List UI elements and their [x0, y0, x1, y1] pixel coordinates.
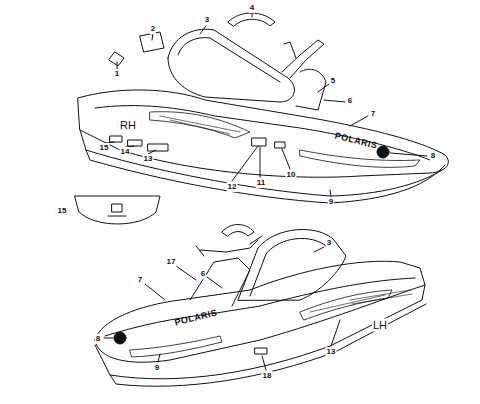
callout-number: 11 [256, 178, 266, 188]
callout-number: 2 [150, 24, 156, 34]
callout-number: 4 [249, 3, 255, 13]
callout-number: 18 [262, 371, 273, 381]
callout-number: 6 [200, 269, 206, 279]
callout-number: 17 [166, 257, 177, 267]
callout-number: 8 [430, 151, 436, 161]
callout-number: 15 [99, 143, 110, 153]
callout-number: 3 [326, 238, 332, 248]
side-label: LH [372, 319, 388, 332]
callout-number: 6 [347, 96, 353, 106]
callout-number: 10 [286, 170, 297, 180]
callout-number: 3 [204, 15, 210, 25]
callout-number: 7 [370, 109, 376, 119]
callout-number: 14 [120, 147, 131, 157]
callout-number: 13 [143, 154, 154, 164]
side-label: RH [119, 119, 137, 132]
callout-number: 8 [95, 334, 101, 344]
callout-number: 9 [154, 363, 160, 373]
callout-number: 13 [326, 347, 337, 357]
callout-number: 1 [114, 69, 120, 79]
callout-number: 15 [57, 206, 68, 216]
brand-decal-text: POLARIS [333, 130, 380, 152]
brand-decal-text: POLARIS [173, 307, 220, 329]
callout-number: 5 [330, 76, 336, 86]
callout-number: 7 [137, 275, 143, 285]
callout-number: 12 [227, 182, 238, 192]
callout-number: 9 [328, 197, 334, 207]
